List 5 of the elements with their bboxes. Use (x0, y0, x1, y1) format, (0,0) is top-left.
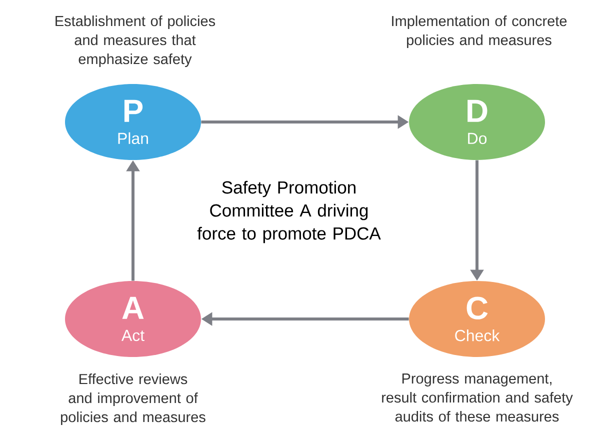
center-text: Safety Promotion Committee A driving force to promote PDCA (197, 180, 381, 244)
description-text: Progress management, result confirmation and safety audits of these measures (382, 374, 573, 422)
description-text: Implementation of concrete policies and measures (392, 16, 567, 48)
description-text: Establishment of policies and measures that emphasize safety (56, 16, 216, 68)
description-text: Effective reviews and improvement of policies and measures (61, 374, 206, 426)
